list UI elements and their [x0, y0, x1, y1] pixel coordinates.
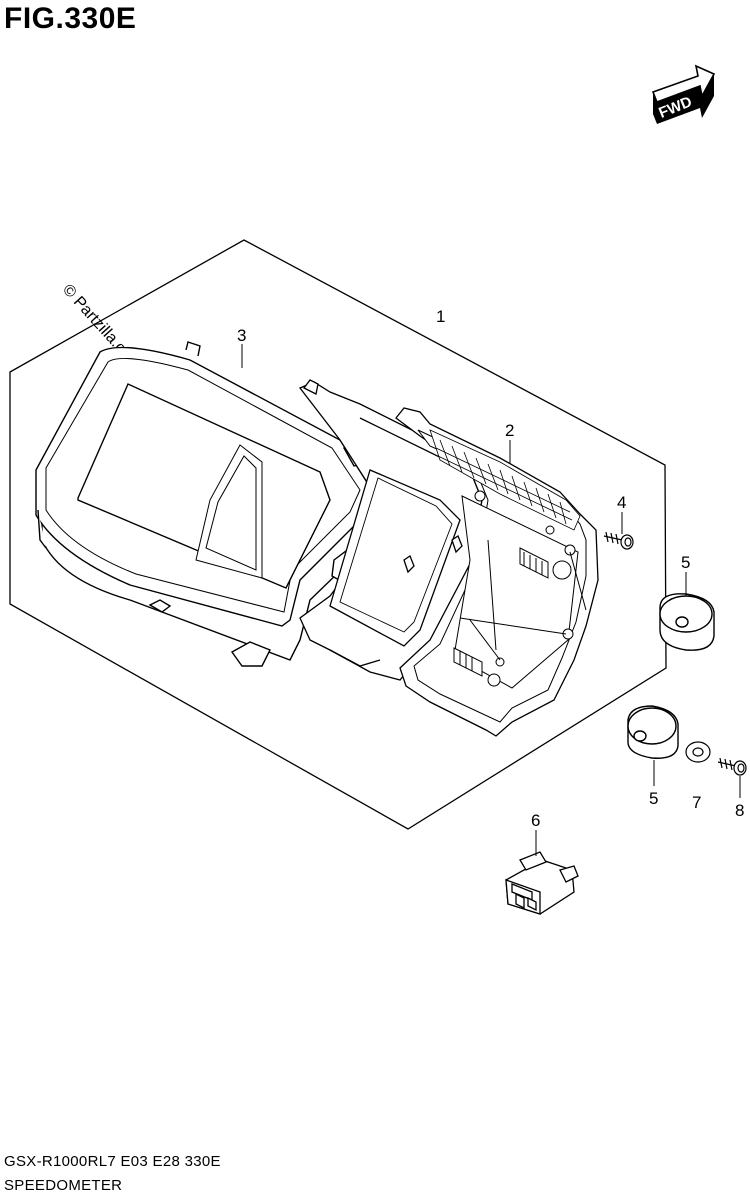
screw-4-icon	[603, 531, 634, 550]
board-connectors	[453, 490, 587, 687]
figure-title: FIG.330E	[4, 2, 137, 35]
connector-coupler-icon	[505, 851, 579, 915]
callout-5-upper: 5	[681, 553, 690, 572]
callout-3: 3	[237, 326, 246, 345]
callout-4: 4	[617, 493, 626, 512]
callout-leaders	[241, 344, 741, 856]
callout-8: 8	[735, 801, 744, 820]
assembly-boundary	[9, 239, 667, 830]
callout-6: 6	[531, 811, 540, 830]
washer-icon	[685, 741, 711, 763]
figure-name: SPEEDOMETER	[4, 1177, 123, 1194]
callout-7: 7	[692, 793, 701, 812]
figure-code: GSX-R1000RL7 E03 E28 330E	[4, 1153, 221, 1170]
grommet-lower-icon	[627, 705, 679, 759]
meter-housing	[298, 379, 483, 681]
callout-2: 2	[505, 421, 514, 440]
fwd-arrow-icon: FWD	[651, 64, 716, 124]
callout-5-lower: 5	[649, 789, 658, 808]
screw-8-icon	[717, 757, 747, 776]
meter-cover	[35, 341, 375, 667]
circuit-connector-strip	[429, 429, 581, 531]
callout-1: 1	[436, 307, 445, 326]
grommet-upper-icon	[659, 593, 715, 651]
